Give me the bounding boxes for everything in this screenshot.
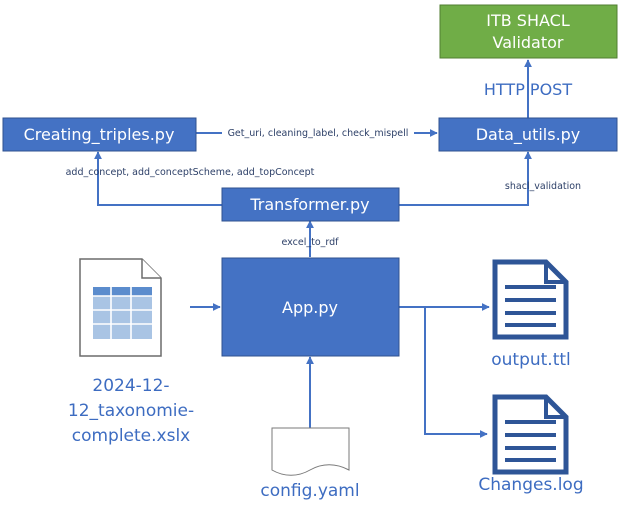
transformer-box: Transformer.py [221,187,400,222]
arrow-transformer-to-creating [94,151,222,206]
transformer-label: Transformer.py [249,195,369,214]
creating-triples-label: Creating_triples.py [24,125,175,145]
excel-file-line1: 2024-12- [92,376,169,396]
app-box: App.py [221,257,400,357]
validator-line1: ITB SHACL [486,11,570,30]
spreadsheet-icon [79,258,162,357]
wavy-document-icon [271,427,350,476]
arrow-app-to-changes [424,307,488,438]
edge-label-get-uri: Get_uri, cleaning_label, check_mispell [228,128,409,139]
validator-box: ITB SHACL Validator [439,4,618,59]
creating-triples-box: Creating_triples.py [2,117,197,152]
validator-line2: Validator [493,33,564,52]
data-utils-label: Data_utils.py [476,125,581,145]
http-post-label: HTTP POST [484,80,572,99]
excel-file-line3: complete.xslx [72,426,191,446]
excel-file-line2: 12_taxonomie- [68,401,194,421]
document-icon [492,259,569,340]
arrow-transformer-to-datautils [399,151,532,206]
edge-label-excel-to-rdf: excel_to_rdf [282,237,340,248]
edge-label-shacl-validation: shacl_validation [505,181,581,192]
document-icon [492,394,569,475]
changes-file-label: Changes.log [478,475,583,495]
data-utils-box: Data_utils.py [438,117,618,152]
output-file-label: output.ttl [491,350,571,370]
app-label: App.py [282,298,338,317]
config-file-label: config.yaml [260,481,359,501]
edge-label-add-concept: add_concept, add_conceptScheme, add_topC… [66,167,315,178]
